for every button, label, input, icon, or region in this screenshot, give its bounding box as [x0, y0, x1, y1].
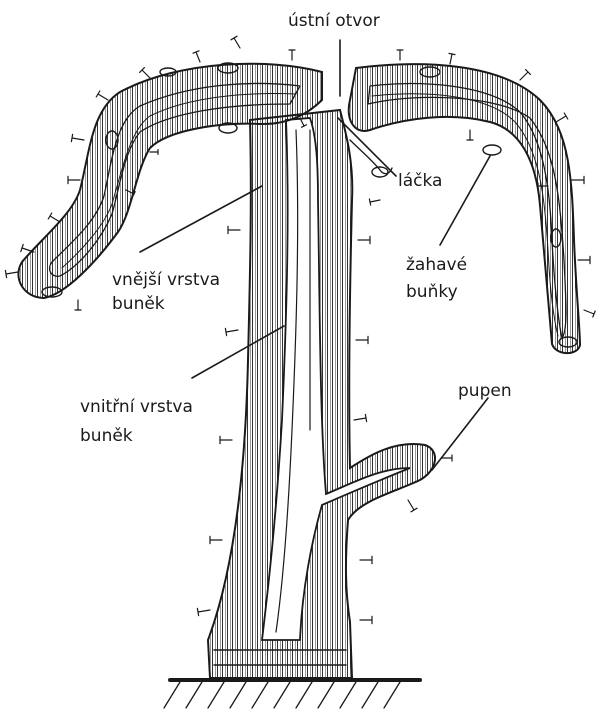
spine-tip: [411, 508, 417, 512]
spine: [450, 54, 452, 64]
label-bud: pupen: [458, 381, 512, 401]
ground-hatch-line: [384, 682, 400, 708]
spine: [520, 72, 528, 80]
spine: [142, 70, 150, 78]
spine: [6, 272, 18, 274]
spine: [370, 200, 380, 202]
leader-outer-layer: [140, 186, 262, 252]
spine: [198, 610, 210, 612]
ground-hatch-line: [318, 682, 334, 708]
ground: [164, 680, 420, 708]
spine: [72, 138, 84, 140]
hydra-body: [208, 110, 435, 678]
spine-tip: [71, 134, 72, 141]
spine: [556, 116, 566, 122]
spine: [408, 500, 414, 510]
leader-stinging-cells: [440, 156, 490, 245]
spine-tip: [5, 270, 6, 277]
spine: [584, 310, 594, 314]
spine: [234, 38, 240, 48]
label-stinging-cells-2: buňky: [406, 282, 458, 302]
spine: [226, 330, 238, 332]
label-inner-layer-1: vnitřní vrstva: [80, 397, 193, 417]
spine-tip: [231, 36, 237, 40]
ground-hatch-line: [164, 682, 180, 708]
ground-hatch-line: [230, 682, 246, 708]
spine: [354, 418, 366, 420]
spine-tip: [225, 328, 226, 335]
ground-hatch-line: [186, 682, 202, 708]
label-tentacle: láčka: [398, 171, 442, 191]
label-outer-layer-1: vnější vrstva: [112, 270, 220, 290]
spine-tip: [197, 608, 198, 615]
label-stinging-cells-1: žahavé: [406, 255, 467, 275]
label-mouth: ústní otvor: [288, 11, 380, 31]
spine-tip: [369, 199, 370, 205]
spine-tip: [48, 213, 52, 219]
label-inner-layer-2: buněk: [80, 426, 133, 446]
right-tentacle-wall: [349, 64, 580, 353]
leader-bud: [432, 398, 488, 470]
spine: [98, 94, 108, 100]
ground-hatch-line: [362, 682, 378, 708]
ground-hatch-line: [340, 682, 356, 708]
ground-hatch-line: [208, 682, 224, 708]
right-tentacle: [349, 64, 580, 353]
ground-hatch-line: [296, 682, 312, 708]
spine-tip: [365, 414, 366, 421]
label-outer-layer-2: buněk: [112, 294, 165, 314]
ground-hatch-line: [252, 682, 268, 708]
spine: [50, 216, 60, 222]
ground-hatch-line: [274, 682, 290, 708]
spine: [196, 52, 200, 62]
spine-tip: [564, 113, 568, 119]
spine-tip: [96, 91, 100, 97]
spine-tip: [449, 53, 455, 54]
